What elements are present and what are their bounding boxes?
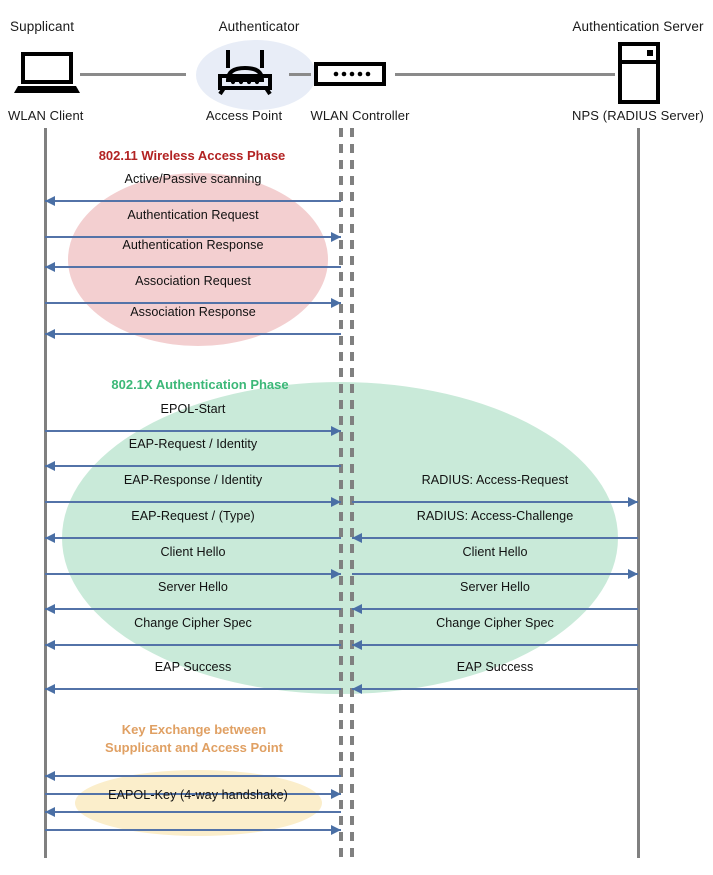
message-key-exchange-3-left-arrowhead bbox=[331, 825, 341, 835]
message-wireless-access-3-left-arrowhead bbox=[331, 298, 341, 308]
message-dot1x-auth-1-left-line bbox=[45, 465, 341, 467]
lifeline-auth-server bbox=[637, 128, 640, 858]
actor-device-nps: NPS (RADIUS Server) bbox=[572, 108, 704, 123]
message-dot1x-auth-5-right-line bbox=[352, 608, 638, 610]
phase-label-key-exchange-line1: Key Exchange between bbox=[121, 722, 267, 737]
message-dot1x-auth-3-left-line bbox=[45, 537, 341, 539]
phase-ellipse-key-exchange bbox=[75, 770, 322, 836]
message-key-exchange-0-left-arrowhead bbox=[45, 771, 55, 781]
message-key-exchange-1-left-arrowhead bbox=[331, 789, 341, 799]
message-dot1x-auth-2-left-line bbox=[45, 501, 341, 503]
actor-role-auth-server: Authentication Server bbox=[572, 19, 704, 34]
message-label-wireless-access-1-left: Authentication Request bbox=[127, 208, 259, 222]
message-label-dot1x-auth-4-left: Client Hello bbox=[160, 545, 226, 559]
message-label-wireless-access-4-left: Association Response bbox=[130, 305, 256, 319]
message-label-dot1x-auth-7-left: EAP Success bbox=[154, 660, 232, 674]
message-label-dot1x-auth-3-right: RADIUS: Access-Challenge bbox=[416, 509, 574, 523]
message-label-dot1x-auth-7-right: EAP Success bbox=[456, 660, 534, 674]
network-switch-icon bbox=[314, 62, 386, 91]
message-wireless-access-0-left-line bbox=[45, 200, 341, 202]
message-wireless-access-2-left-line bbox=[45, 266, 341, 268]
message-dot1x-auth-4-left-line bbox=[45, 573, 341, 575]
message-wireless-access-4-left-line bbox=[45, 333, 341, 335]
message-label-dot1x-auth-6-right: Change Cipher Spec bbox=[436, 616, 554, 630]
message-label-dot1x-auth-0-left: EPOL-Start bbox=[160, 402, 226, 416]
message-dot1x-auth-1-left-arrowhead bbox=[45, 461, 55, 471]
message-dot1x-auth-7-left-arrowhead bbox=[45, 684, 55, 694]
link-client-to-ap bbox=[80, 73, 186, 76]
message-label-wireless-access-2-left: Authentication Response bbox=[122, 238, 264, 252]
actor-device-wlan-client: WLAN Client bbox=[8, 108, 84, 123]
message-dot1x-auth-6-left-arrowhead bbox=[45, 640, 55, 650]
laptop-icon bbox=[14, 52, 80, 99]
actor-role-supplicant: Supplicant bbox=[10, 19, 75, 34]
message-label-wireless-access-0-left: Active/Passive scanning bbox=[124, 172, 262, 186]
message-dot1x-auth-5-right-arrowhead bbox=[352, 604, 362, 614]
message-dot1x-auth-0-left-line bbox=[45, 430, 341, 432]
message-wireless-access-3-left-line bbox=[45, 302, 341, 304]
message-dot1x-auth-7-left-line bbox=[45, 688, 341, 690]
message-key-exchange-2-left-arrowhead bbox=[45, 807, 55, 817]
message-label-dot1x-auth-2-right: RADIUS: Access-Request bbox=[421, 473, 569, 487]
lifeline-controller bbox=[350, 128, 354, 858]
message-wireless-access-1-left-arrowhead bbox=[331, 232, 341, 242]
message-wireless-access-0-left-arrowhead bbox=[45, 196, 55, 206]
message-label-dot1x-auth-5-left: Server Hello bbox=[158, 580, 228, 594]
key-exchange-center-label: EAPOL-Key (4-way handshake) bbox=[108, 788, 288, 802]
message-dot1x-auth-5-left-arrowhead bbox=[45, 604, 55, 614]
phase-ellipse-wireless-access bbox=[68, 173, 328, 346]
lifeline-supplicant bbox=[44, 128, 47, 858]
message-dot1x-auth-2-right-line bbox=[352, 501, 638, 503]
link-controller-to-server bbox=[395, 73, 615, 76]
message-dot1x-auth-7-right-line bbox=[352, 688, 638, 690]
message-dot1x-auth-5-left-line bbox=[45, 608, 341, 610]
phase-label-wireless-access: 802.11 Wireless Access Phase bbox=[98, 148, 286, 163]
message-key-exchange-0-left-line bbox=[45, 775, 341, 777]
message-dot1x-auth-4-left-arrowhead bbox=[331, 569, 341, 579]
message-wireless-access-4-left-arrowhead bbox=[45, 329, 55, 339]
message-label-dot1x-auth-1-left: EAP-Request / Identity bbox=[128, 437, 258, 451]
message-dot1x-auth-0-left-arrowhead bbox=[331, 426, 341, 436]
message-dot1x-auth-6-right-arrowhead bbox=[352, 640, 362, 650]
message-dot1x-auth-7-right-arrowhead bbox=[352, 684, 362, 694]
message-label-dot1x-auth-6-left: Change Cipher Spec bbox=[134, 616, 252, 630]
message-label-dot1x-auth-4-right: Client Hello bbox=[462, 545, 528, 559]
message-dot1x-auth-6-left-line bbox=[45, 644, 341, 646]
actor-device-access-point: Access Point bbox=[205, 108, 283, 123]
phase-label-dot1x: 802.1X Authentication Phase bbox=[111, 377, 289, 392]
message-label-dot1x-auth-2-left: EAP-Response / Identity bbox=[123, 473, 263, 487]
message-label-dot1x-auth-5-right: Server Hello bbox=[460, 580, 530, 594]
message-wireless-access-2-left-arrowhead bbox=[45, 262, 55, 272]
message-key-exchange-1-left-line bbox=[45, 793, 341, 795]
wireless-router-icon bbox=[214, 48, 276, 101]
message-label-dot1x-auth-3-left: EAP-Request / (Type) bbox=[131, 509, 255, 523]
message-label-wireless-access-3-left: Association Request bbox=[135, 274, 251, 288]
message-key-exchange-2-left-line bbox=[45, 811, 341, 813]
server-tower-icon bbox=[618, 42, 660, 109]
message-wireless-access-1-left-line bbox=[45, 236, 341, 238]
message-dot1x-auth-6-right-line bbox=[352, 644, 638, 646]
lifeline-access-point bbox=[339, 128, 343, 858]
message-dot1x-auth-4-right-line bbox=[352, 573, 638, 575]
message-dot1x-auth-2-left-arrowhead bbox=[331, 497, 341, 507]
message-key-exchange-3-left-line bbox=[45, 829, 341, 831]
phase-label-key-exchange-line2: Supplicant and Access Point bbox=[105, 740, 283, 755]
message-dot1x-auth-3-right-line bbox=[352, 537, 638, 539]
message-dot1x-auth-3-left-arrowhead bbox=[45, 533, 55, 543]
actor-role-authenticator: Authenticator bbox=[218, 19, 300, 34]
link-ap-to-controller bbox=[289, 73, 311, 76]
message-dot1x-auth-2-right-arrowhead bbox=[628, 497, 638, 507]
message-dot1x-auth-3-right-arrowhead bbox=[352, 533, 362, 543]
message-dot1x-auth-4-right-arrowhead bbox=[628, 569, 638, 579]
actor-device-wlan-controller: WLAN Controller bbox=[310, 108, 410, 123]
phase-label-key-exchange: Key Exchange between Supplicant and Acce… bbox=[105, 721, 283, 757]
